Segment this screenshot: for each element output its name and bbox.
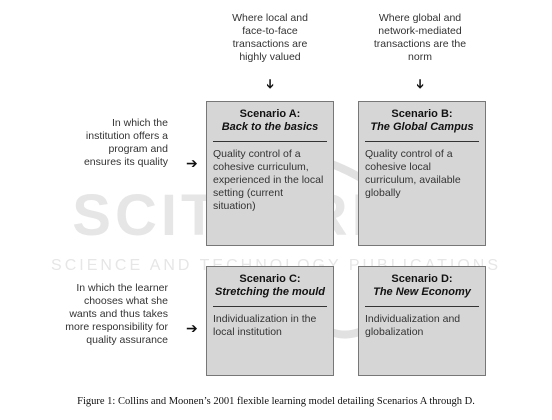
scenario-subtitle: Stretching the mould [215, 286, 325, 298]
divider [365, 141, 479, 142]
scenario-title: Scenario A: [239, 108, 301, 120]
scenario-description: Quality control of a cohesive curriculum… [213, 148, 324, 212]
scenario-subtitle: The Global Campus [370, 121, 474, 133]
arrow-down-icon: ➔ [263, 78, 278, 90]
scenario-subtitle: Back to the basics [221, 121, 319, 133]
scenario-b-box: Scenario B: The Global Campus Quality co… [358, 101, 486, 246]
scenario-title: Scenario C: [239, 273, 301, 285]
arrow-down-icon: ➔ [413, 78, 428, 90]
column-header-local: Where local and face-to-face transaction… [232, 12, 308, 63]
row-header-institution: In which the institution offers a progra… [83, 117, 168, 168]
divider [365, 306, 479, 307]
figure-caption: Figure 1: Collins and Moonen’s 2001 flex… [77, 396, 475, 407]
arrow-right-icon: ➔ [186, 155, 198, 171]
scenario-title: Scenario D: [391, 273, 453, 285]
scenario-subtitle: The New Economy [373, 286, 471, 298]
row-header-learner: In which the learner chooses what she wa… [65, 282, 168, 346]
divider [213, 141, 327, 142]
arrow-right-icon: ➔ [186, 320, 198, 336]
scenario-description: Individualization in the local instituti… [213, 313, 317, 338]
scenario-description: Quality control of a cohesive local curr… [365, 148, 461, 199]
column-header-global: Where global and network-mediated transa… [373, 12, 467, 63]
scenario-title: Scenario B: [391, 108, 453, 120]
scenario-d-box: Scenario D: The New Economy Individualiz… [358, 266, 486, 376]
scenario-a-box: Scenario A: Back to the basics Quality c… [206, 101, 334, 246]
scenario-c-box: Scenario C: Stretching the mould Individ… [206, 266, 334, 376]
scenario-description: Individualization and globalization [365, 313, 461, 338]
divider [213, 306, 327, 307]
